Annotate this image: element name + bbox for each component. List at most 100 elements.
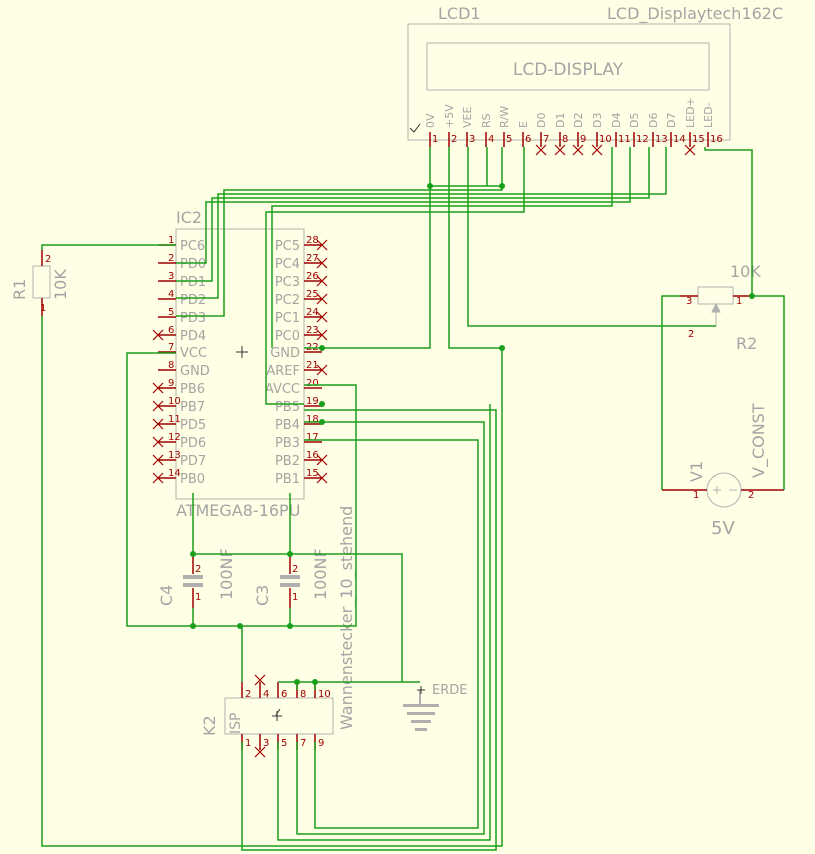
junction: [190, 551, 196, 557]
ic2-right-pin-number: 18: [306, 414, 319, 425]
wires: [41, 147, 785, 851]
lcd-pin-label: 0V: [424, 113, 437, 128]
lcd-pin-number: 15: [692, 134, 705, 145]
ic2-right-pin-label: GND: [270, 346, 300, 361]
ic2-value: ATMEGA8-16PU: [176, 501, 300, 520]
lcd-origin-mark: [409, 123, 421, 133]
ic2-right-pin-label: PB3: [275, 436, 300, 451]
c3-value: 100NF: [311, 548, 330, 600]
lcd-pin-label: D6: [647, 113, 660, 128]
c4-name: C4: [157, 585, 176, 606]
wire-d6: [176, 147, 650, 282]
ic2-left-pin-label: GND: [180, 364, 210, 379]
r1-component[interactable]: 2 1 R1 10K: [10, 250, 70, 316]
ic2-no-connect-mark: [152, 454, 164, 466]
ic2-right-pin-label: AREF: [266, 364, 300, 379]
c3-plate-top: [280, 575, 300, 579]
ic2-left-pin-number: 3: [168, 271, 174, 282]
k2-top-pin-number: 2: [245, 689, 251, 700]
c3-plate-bottom: [280, 583, 300, 587]
r1-value: 10K: [51, 269, 70, 300]
ic2-right-pin-number: 15: [306, 468, 319, 479]
k2-bottom-pin-number: 9: [318, 738, 324, 749]
c4-plate-bottom: [183, 583, 203, 587]
v1-voltage: 5V: [711, 518, 735, 539]
wire-k2-rst: [277, 404, 491, 841]
r2-pin-right: 1: [736, 296, 742, 307]
k2-bottom-pin-number: 5: [281, 738, 287, 749]
ic2-left-pin-label: PD0: [180, 257, 206, 272]
junction: [190, 623, 196, 629]
wire-d5: [176, 147, 631, 264]
lcd-pin-number: 12: [636, 134, 649, 145]
ic2-body: [175, 228, 305, 500]
lcd-pin-label: D2: [572, 113, 585, 128]
ic2-left-pin-label: PD3: [180, 311, 206, 326]
junction: [499, 183, 505, 189]
wire-rw-gnd: [430, 147, 503, 187]
junction: [319, 401, 325, 407]
k2-top-pin-number: 4: [263, 689, 269, 700]
wire-vee: [467, 147, 716, 327]
ic2-left-pin-label: PD5: [180, 418, 206, 433]
wire-reset: [41, 244, 176, 250]
ic2-right-pin-number: 16: [306, 450, 319, 461]
ic2-right-pin-label: PC1: [275, 311, 300, 326]
c3-name: C3: [253, 585, 272, 606]
lcd-no-connect-mark: [684, 144, 696, 156]
junctions: [190, 183, 755, 685]
ic2-no-connect-mark: [316, 454, 328, 466]
ic2-left-pin-label: PD7: [180, 454, 206, 469]
ic2-component[interactable]: IC2 ATMEGA8-16PU PC61PD02PD13PD24PD35PD4…: [152, 208, 328, 520]
ic2-right-pin-number: 24: [306, 307, 319, 318]
k2-name: K2: [200, 715, 219, 736]
lcd-pin-number: 8: [562, 134, 568, 145]
lcd-pin-label: VEE: [461, 107, 474, 128]
junction: [319, 419, 325, 425]
v1-pin-right: 2: [748, 490, 754, 501]
lcd-value: LCD_Displaytech162C: [607, 4, 783, 24]
c4-component[interactable]: 2 1 C4 100NF: [157, 548, 236, 608]
ic2-no-connect-mark: [152, 418, 164, 430]
ic2-left-pin-label: PD4: [180, 329, 206, 344]
lcd-pin-label: E: [517, 121, 530, 128]
r2-pin-wiper: 2: [688, 329, 694, 340]
r2-component[interactable]: 3 1 2 10K R2: [680, 262, 761, 353]
lcd-pin-number: 11: [618, 134, 631, 145]
ic2-left-pin-number: 13: [168, 450, 181, 461]
wire-avcc: [193, 384, 357, 627]
ic2-left-pin-number: 2: [168, 253, 174, 264]
ground-label: ERDE: [432, 683, 467, 698]
wire-d4: [271, 147, 613, 348]
ic2-left-pin-number: 14: [168, 468, 181, 479]
k2-top-pin-number: 8: [300, 689, 306, 700]
r2-wiper: [711, 302, 721, 326]
lcd-no-connect-mark: [535, 144, 547, 156]
k2-body-label: ISP: [228, 713, 244, 734]
ic2-left-pin-number: 7: [168, 342, 174, 353]
c3-pin-bottom: 1: [292, 592, 298, 603]
ic2-left-pin-label: PB0: [180, 472, 205, 487]
lcd-component[interactable]: LCD-DISPLAY LCD1 LCD_Displaytech162C 0V1…: [407, 4, 783, 156]
junction: [312, 679, 318, 685]
ic2-left-pin-label: PD1: [180, 275, 206, 290]
ic2-no-connect-mark: [316, 311, 328, 323]
k2-bottom-pin-number: 3: [263, 738, 269, 749]
k2-value: Wannenstecker_10_stehend: [337, 506, 357, 730]
wire-k2-miso: [296, 421, 485, 835]
v1-component[interactable]: 1 2 V1 V_CONST 5V: [662, 403, 784, 539]
ic2-right-pin-label: PC5: [275, 239, 300, 254]
ic2-right-pin-number: 26: [306, 271, 319, 282]
r1-body: [32, 265, 51, 299]
ic2-right-pin-label: AVCC: [265, 382, 300, 397]
ic2-right-pin-number: 17: [306, 432, 319, 443]
wire-e: [265, 147, 525, 405]
wire-r2-v1-left: [661, 295, 680, 490]
wire-vcc: [126, 352, 193, 627]
c3-component[interactable]: 2 1 C3 100NF: [253, 548, 330, 608]
lcd-pin-number: 4: [488, 134, 494, 145]
junction: [427, 183, 433, 189]
v1-value: V_CONST: [749, 403, 769, 478]
